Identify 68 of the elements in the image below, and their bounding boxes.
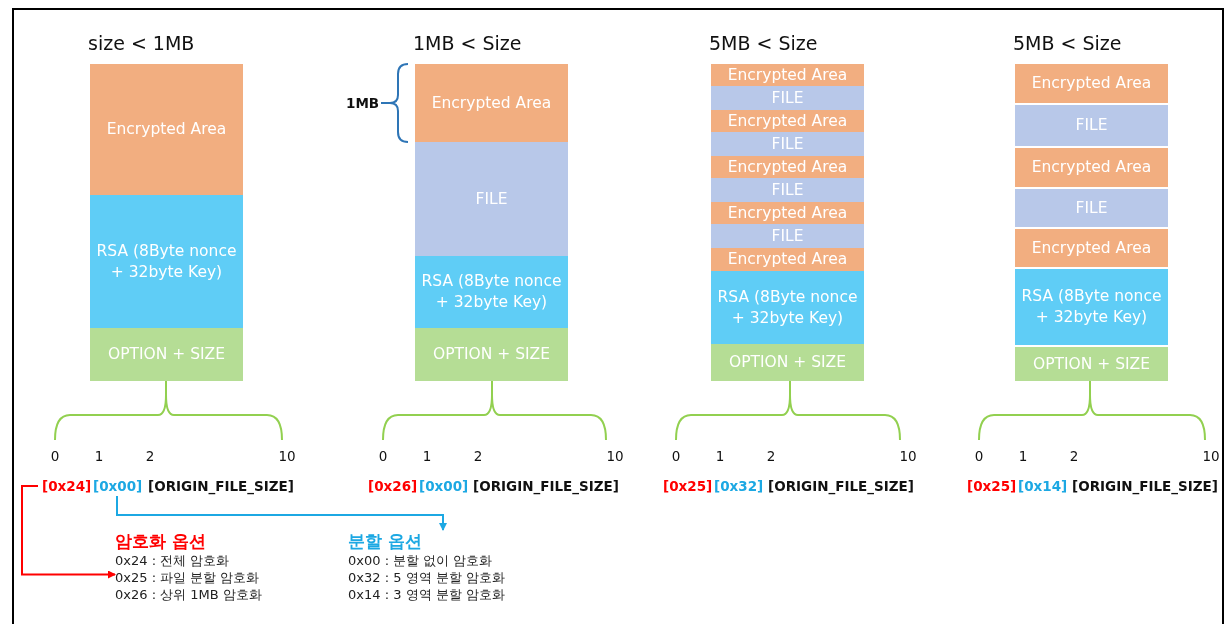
- tick-number: 1: [1018, 448, 1028, 464]
- column-title: 5MB < Size: [709, 32, 818, 54]
- field-name: [ORIGIN_FILE_SIZE]: [148, 478, 294, 494]
- tick-number: 1: [94, 448, 104, 464]
- encrypted-area-block: Encrypted Area: [711, 64, 864, 86]
- encrypted-area-block: Encrypted Area: [415, 64, 568, 142]
- connector-arrow: [116, 495, 447, 531]
- size-label: 1MB: [346, 95, 380, 111]
- field-name: [ORIGIN_FILE_SIZE]: [1072, 478, 1218, 494]
- file-block: FILE: [1015, 189, 1168, 227]
- column-title: size < 1MB: [88, 32, 195, 54]
- file-block: FILE: [711, 86, 864, 110]
- option-size-block: OPTION + SIZE: [1015, 347, 1168, 381]
- hex-code: [0x00]: [93, 478, 143, 494]
- column-title: 1MB < Size: [413, 32, 522, 54]
- encrypted-area-block: Encrypted Area: [1015, 148, 1168, 187]
- file-block: FILE: [711, 132, 864, 156]
- hex-code: [0x14]: [1018, 478, 1068, 494]
- tick-number: 2: [766, 448, 776, 464]
- hex-code: [0x25]: [967, 478, 1017, 494]
- file-block: FILE: [711, 224, 864, 248]
- option-heading: 암호화 옵션: [115, 530, 206, 552]
- option-heading: 분할 옵션: [348, 530, 422, 552]
- tick-number: 10: [899, 448, 917, 464]
- option-line: 0x26 : 상위 1MB 암호화: [115, 586, 262, 603]
- rsa-block: RSA (8Byte nonce + 32byte Key): [711, 271, 864, 344]
- tick-number: 1: [715, 448, 725, 464]
- hex-code: [0x25]: [663, 478, 713, 494]
- hex-code: [0x32]: [714, 478, 764, 494]
- tick-number: 2: [145, 448, 155, 464]
- hex-code: [0x00]: [419, 478, 469, 494]
- field-name: [ORIGIN_FILE_SIZE]: [473, 478, 619, 494]
- option-line: 0x32 : 5 영역 분할 암호화: [348, 569, 505, 586]
- tick-number: 10: [606, 448, 624, 464]
- hex-code: [0x26]: [368, 478, 418, 494]
- option-size-block: OPTION + SIZE: [711, 344, 864, 381]
- option-size-block: OPTION + SIZE: [415, 328, 568, 381]
- option-line: 0x14 : 3 영역 분할 암호화: [348, 586, 505, 603]
- tick-number: 0: [671, 448, 681, 464]
- tick-number: 1: [422, 448, 432, 464]
- tick-number: 10: [278, 448, 296, 464]
- encrypted-area-block: Encrypted Area: [90, 64, 243, 195]
- tick-number: 10: [1202, 448, 1220, 464]
- connector-arrow: [21, 485, 116, 579]
- file-block: FILE: [1015, 105, 1168, 146]
- option-size-block: OPTION + SIZE: [90, 328, 243, 381]
- hex-code: [0x24]: [42, 478, 92, 494]
- tick-number: 0: [50, 448, 60, 464]
- column-title: 5MB < Size: [1013, 32, 1122, 54]
- tick-number: 2: [473, 448, 483, 464]
- encrypted-area-block: Encrypted Area: [1015, 229, 1168, 267]
- encrypted-area-block: Encrypted Area: [711, 202, 864, 224]
- rsa-block: RSA (8Byte nonce + 32byte Key): [415, 256, 568, 328]
- file-block: FILE: [415, 142, 568, 256]
- option-line: 0x00 : 분할 없이 암호화: [348, 552, 493, 569]
- option-line: 0x24 : 전체 암호화: [115, 552, 230, 569]
- rsa-block: RSA (8Byte nonce + 32byte Key): [90, 195, 243, 328]
- option-line: 0x25 : 파일 분할 암호화: [115, 569, 260, 586]
- encrypted-area-block: Encrypted Area: [711, 248, 864, 271]
- tick-number: 2: [1069, 448, 1079, 464]
- tick-number: 0: [974, 448, 984, 464]
- encrypted-area-block: Encrypted Area: [711, 110, 864, 132]
- field-name: [ORIGIN_FILE_SIZE]: [768, 478, 914, 494]
- encrypted-area-block: Encrypted Area: [711, 156, 864, 178]
- file-block: FILE: [711, 178, 864, 202]
- tick-number: 0: [378, 448, 388, 464]
- encrypted-area-block: Encrypted Area: [1015, 64, 1168, 103]
- rsa-block: RSA (8Byte nonce + 32byte Key): [1015, 269, 1168, 345]
